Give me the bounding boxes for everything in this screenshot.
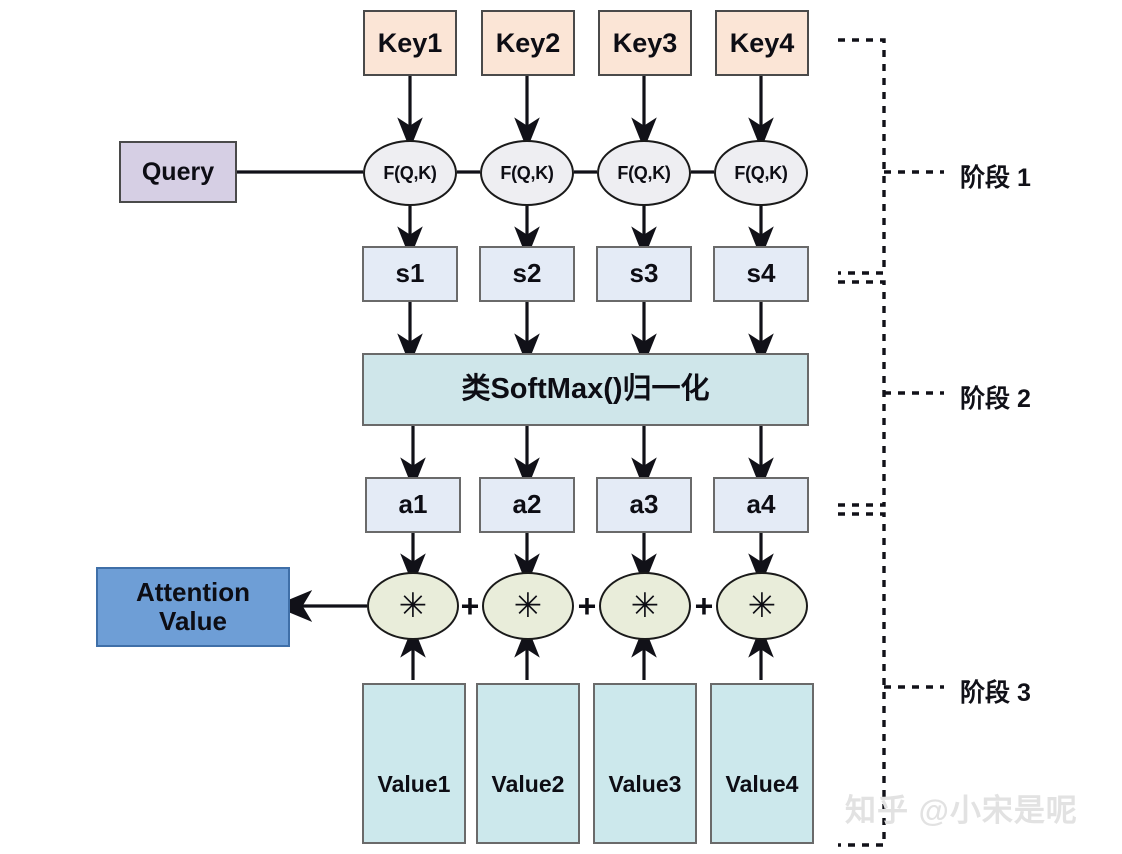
score-box-2: s2 [479, 246, 575, 302]
weight-box-2: a2 [479, 477, 575, 533]
score-box-4: s4 [713, 246, 809, 302]
key-box-4-label: Key4 [729, 27, 795, 58]
weight-box-3: a3 [596, 477, 692, 533]
value-box-1: Value1 [362, 683, 466, 844]
query-box: Query [119, 141, 237, 203]
softmax-normalization-label: 类SoftMax()归一化 [461, 373, 710, 406]
similarity-node-4: F(Q,K) [714, 140, 808, 206]
score-box-2-label: s2 [512, 258, 542, 289]
stage-label-1-text: 阶段 1 [960, 164, 1031, 192]
query-box-label: Query [141, 158, 215, 186]
plus-icon-2: + [572, 588, 602, 624]
multiply-node-3: ✳ [599, 572, 691, 640]
plus-icon-3: + [689, 588, 719, 624]
softmax-normalization-box: 类SoftMax()归一化 [362, 353, 809, 426]
attention-value-line2: Value [159, 606, 227, 636]
weight-box-1-label: a1 [398, 489, 428, 520]
similarity-node-4-label: F(Q,K) [734, 162, 788, 183]
multiply-node-1: ✳ [367, 572, 459, 640]
similarity-node-1-label: F(Q,K) [383, 162, 437, 183]
stage-label-3: 阶段 3 [960, 673, 1031, 709]
value-box-3-label: Value3 [608, 770, 682, 797]
plus-icon-3-label: + [694, 587, 714, 624]
weight-box-2-label: a2 [512, 489, 542, 520]
score-box-4-label: s4 [746, 258, 776, 289]
score-box-3: s3 [596, 246, 692, 302]
stage-label-2: 阶段 2 [960, 379, 1031, 415]
attention-value-box: Attention Value [96, 567, 290, 647]
key-box-2: Key2 [481, 10, 575, 76]
similarity-node-3-label: F(Q,K) [617, 162, 671, 183]
value-box-3: Value3 [593, 683, 697, 844]
asterisk-icon: ✳ [747, 587, 777, 625]
score-box-1: s1 [362, 246, 458, 302]
score-box-1-label: s1 [395, 258, 425, 289]
similarity-node-2: F(Q,K) [480, 140, 574, 206]
plus-icon-2-label: + [577, 587, 597, 624]
asterisk-icon: ✳ [630, 587, 660, 625]
multiply-node-2: ✳ [482, 572, 574, 640]
multiply-node-4: ✳ [716, 572, 808, 640]
value-box-4-label: Value4 [725, 770, 799, 797]
value-box-4: Value4 [710, 683, 814, 844]
similarity-node-2-label: F(Q,K) [500, 162, 554, 183]
key-box-3: Key3 [598, 10, 692, 76]
asterisk-icon: ✳ [513, 587, 543, 625]
similarity-node-1: F(Q,K) [363, 140, 457, 206]
attention-value-line1: Attention [135, 576, 251, 607]
key-box-2-label: Key2 [495, 27, 561, 58]
weight-box-4: a4 [713, 477, 809, 533]
watermark-text: 知乎 @小宋是呢 [845, 793, 1078, 828]
weight-box-1: a1 [365, 477, 461, 533]
key-box-3-label: Key3 [612, 27, 678, 58]
stage-label-1: 阶段 1 [960, 158, 1031, 194]
weight-box-3-label: a3 [629, 489, 659, 520]
asterisk-icon: ✳ [398, 587, 428, 625]
weight-box-4-label: a4 [746, 489, 776, 520]
watermark: 知乎 @小宋是呢 [845, 785, 1078, 830]
key-box-1-label: Key1 [377, 27, 443, 58]
score-box-3-label: s3 [629, 258, 659, 289]
stage-label-3-text: 阶段 3 [960, 679, 1031, 707]
value-box-1-label: Value1 [377, 770, 451, 797]
key-box-1: Key1 [363, 10, 457, 76]
similarity-node-3: F(Q,K) [597, 140, 691, 206]
value-box-2-label: Value2 [491, 770, 565, 797]
plus-icon-1: + [455, 588, 485, 624]
stage-label-2-text: 阶段 2 [960, 385, 1031, 413]
key-box-4: Key4 [715, 10, 809, 76]
value-box-2: Value2 [476, 683, 580, 844]
plus-icon-1-label: + [460, 587, 480, 624]
